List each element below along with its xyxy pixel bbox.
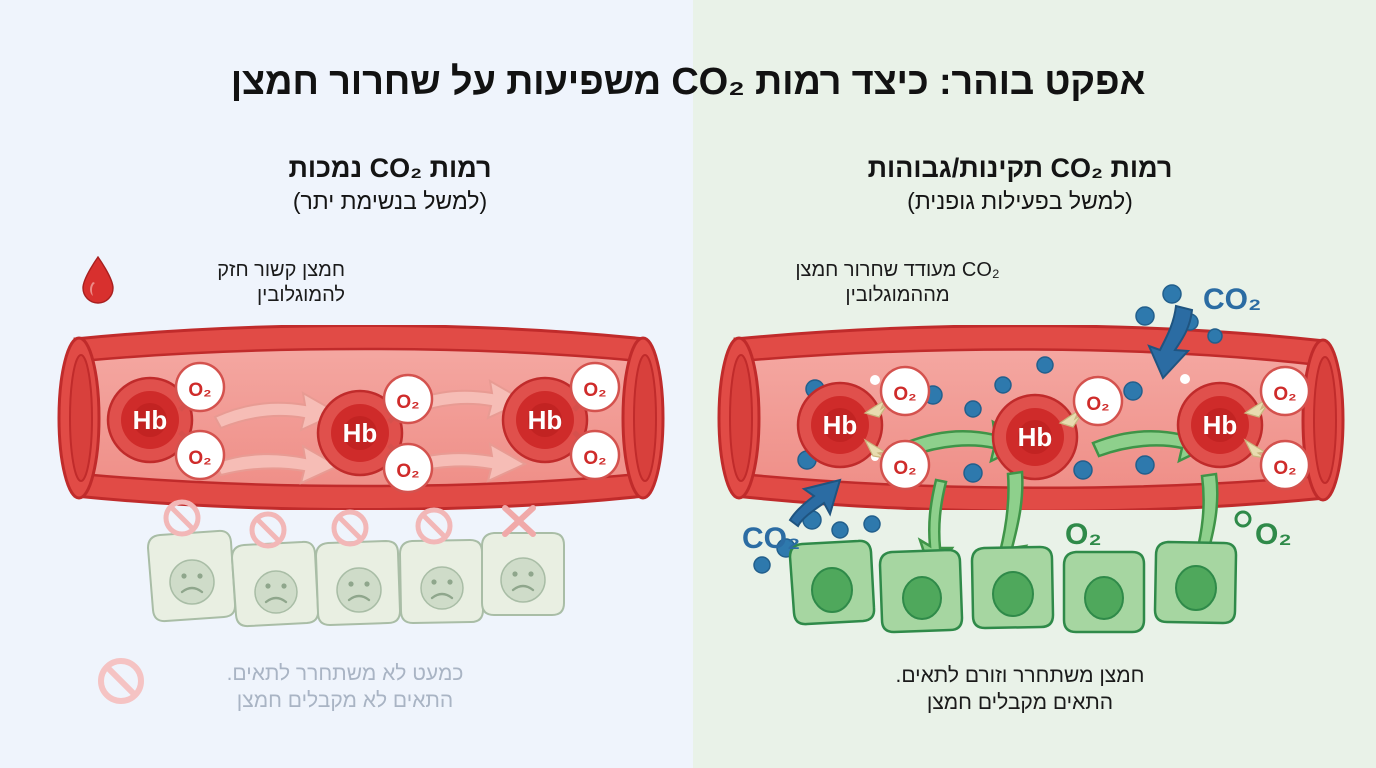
svg-text:O₂: O₂: [396, 461, 419, 482]
o2-bubble: O₂: [1259, 365, 1311, 417]
tissue-cell: [314, 539, 402, 627]
svg-text:O₂: O₂: [583, 380, 606, 401]
red-blood-cell: Hb: [106, 376, 194, 464]
tissue-cells-right: [788, 539, 1238, 634]
tissue-cell: [398, 538, 485, 625]
o2-bubble: O₂: [382, 442, 434, 494]
o2-bubble: O₂: [879, 365, 931, 417]
red-blood-cell: Hb: [991, 393, 1079, 481]
caption-left-line1: כמעט לא משתחרר לתאים.: [226, 662, 464, 685]
svg-text:O₂: O₂: [893, 458, 916, 479]
panel-heading-left-text: רמות CO₂ נמכות: [288, 153, 492, 183]
co2-label-top: CO₂: [1203, 283, 1262, 316]
red-blood-cell: Hb: [1176, 381, 1264, 469]
note-left: חמצן קשור חזק להמוגלובין: [217, 259, 345, 306]
svg-text:O₂: O₂: [583, 448, 606, 469]
caption-right-line2: התאים מקבלים חמצן: [926, 691, 1114, 715]
caption-right-line1: חמצן משתחרר וזורם לתאים.: [895, 664, 1145, 687]
svg-text:O₂: O₂: [188, 380, 211, 401]
red-blood-cell: Hb: [316, 389, 404, 477]
red-blood-cell: Hb: [501, 376, 589, 464]
tissue-cells-left: [146, 529, 565, 628]
tissue-cell: [1153, 540, 1238, 625]
caption-right: חמצן משתחרר וזורם לתאים. התאים מקבלים חמ…: [820, 662, 1220, 717]
hb-label: Hb: [343, 418, 378, 448]
svg-text:O₂: O₂: [1273, 458, 1296, 479]
hb-label: Hb: [1203, 410, 1238, 440]
svg-text:O₂: O₂: [893, 384, 916, 405]
no-entry-icon-caption: [98, 658, 144, 704]
o2-release-arrow: [1243, 398, 1268, 459]
o2-bubble: O₂: [174, 429, 226, 481]
co2-label-bottom: CO₂: [742, 522, 801, 555]
o2-label-middle: O₂: [1065, 518, 1102, 551]
svg-text:O₂: O₂: [188, 448, 211, 469]
o2-bubble: O₂: [569, 361, 621, 413]
caption-left: כמעט לא משתחרר לתאים. התאים לא מקבלים חמ…: [145, 660, 545, 715]
blood-drop-icon: [82, 256, 114, 304]
panel-subheading-right-text: (למשל בפעילות גופנית): [907, 187, 1133, 214]
panel-subheading-left-text: (למשל בנשימת יתר): [292, 187, 488, 214]
tissue-cell: [970, 545, 1055, 630]
red-blood-cell: Hb: [796, 381, 884, 469]
hb-label: Hb: [823, 410, 858, 440]
hb-label: Hb: [528, 405, 563, 435]
hb-label: Hb: [1018, 422, 1053, 452]
tissue-cell: [481, 532, 565, 616]
o2-release-arrow: [863, 398, 888, 459]
panel-heading-left: רמות CO₂ נמכות (למשל בנשימת יתר): [140, 152, 640, 215]
svg-text:O₂: O₂: [396, 392, 419, 413]
tissue-cell: [230, 540, 320, 628]
hb-label: Hb: [133, 405, 168, 435]
blood-vessel-left: Hb O₂ O₂ Hb O₂ O₂: [57, 325, 665, 510]
tissue-cell: [1062, 550, 1146, 634]
tissue-cell: [146, 529, 237, 623]
blood-vessel-right: Hb O₂ O₂ Hb O₂: [717, 325, 1345, 510]
caption-left-line2: התאים לא מקבלים חמצן: [236, 689, 454, 713]
panel-heading-right: רמות CO₂ תקינות/גבוהות (למשל בפעילות גופ…: [760, 152, 1280, 215]
o2-bubble: O₂: [174, 361, 226, 413]
o2-label-right: O₂: [1255, 518, 1292, 551]
o2-bubble: O₂: [569, 429, 621, 481]
o2-bubble: O₂: [1259, 439, 1311, 491]
o2-bubble: O₂: [879, 439, 931, 491]
tissue-cell: [878, 548, 964, 634]
o2-bubble: O₂: [382, 373, 434, 425]
o2-bubble: O₂: [1072, 375, 1124, 427]
svg-text:O₂: O₂: [1086, 394, 1109, 415]
page-title: אפקט בוהר: כיצד רמות CO₂ משפיעות על שחרו…: [230, 61, 1146, 103]
note-right: CO₂ מעודד שחרור חמצן מההמוגלובין: [795, 259, 1000, 306]
svg-text:O₂: O₂: [1273, 384, 1296, 405]
panel-heading-right-text: רמות CO₂ תקינות/גבוהות: [867, 153, 1173, 183]
tissue-cell: [788, 539, 876, 626]
